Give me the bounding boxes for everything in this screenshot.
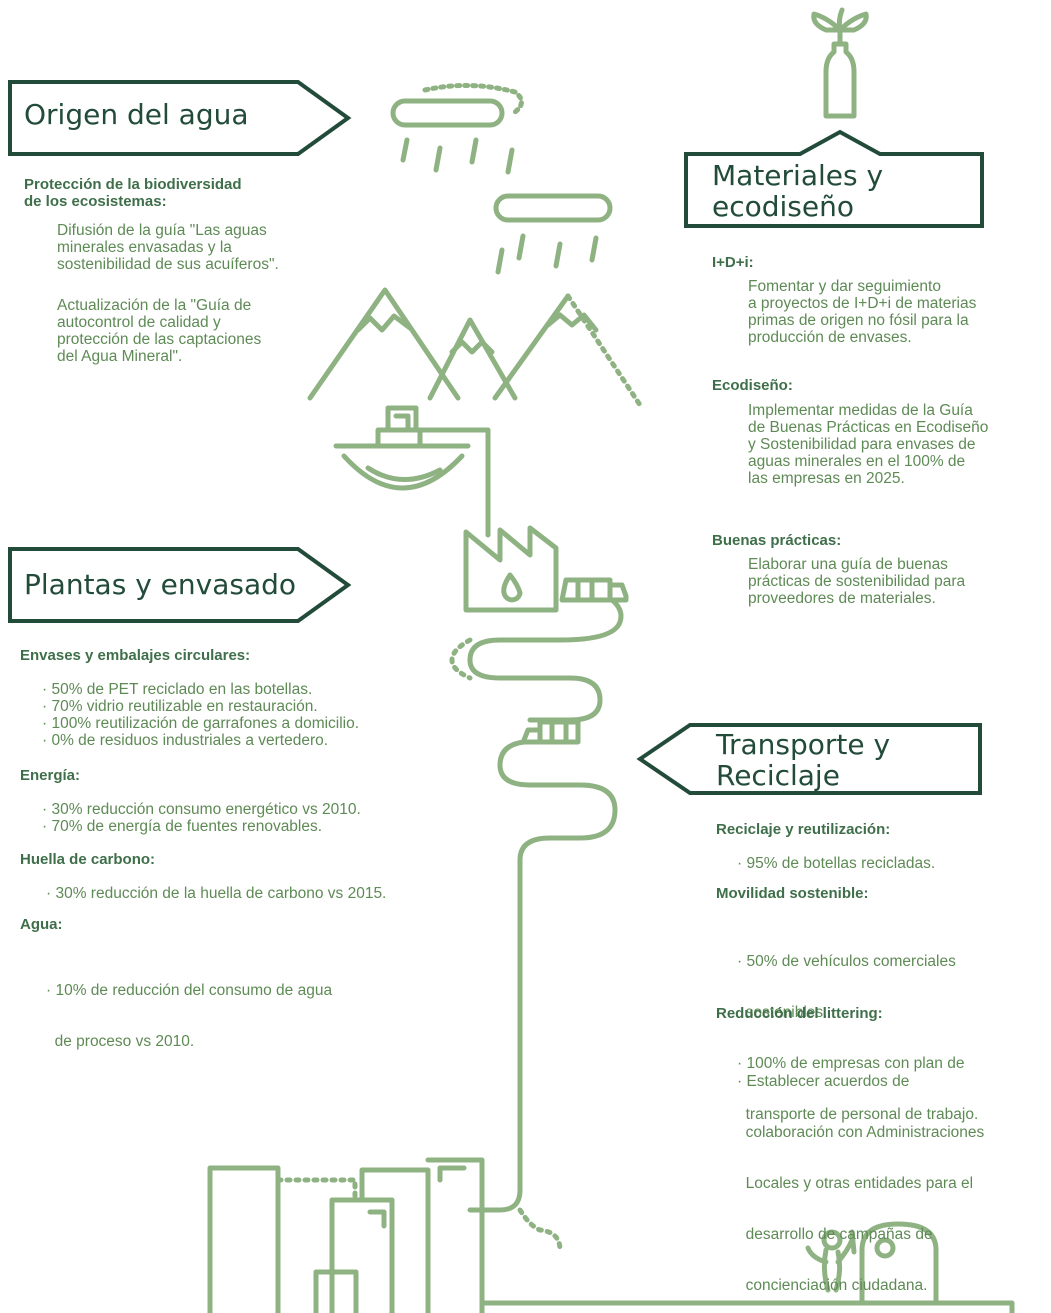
ecodiseno-text: Implementar medidas de la Guía de Buenas… bbox=[748, 402, 989, 487]
littering-heading: Reducción del littering: bbox=[716, 1005, 883, 1022]
littering-list: · Establecer acuerdos de colaboración co… bbox=[737, 1073, 985, 1294]
materiales-title-frame bbox=[684, 129, 984, 228]
spring-well-icon bbox=[333, 405, 471, 491]
movilidad-list: · 50% de vehículos comerciales sostenibl… bbox=[737, 953, 979, 1123]
huella-heading: Huella de carbono: bbox=[20, 851, 156, 868]
recycle-container-icon bbox=[859, 1221, 939, 1306]
plantas-title: Plantas y envasado bbox=[24, 568, 297, 601]
movilidad-heading: Movilidad sostenible: bbox=[716, 885, 869, 902]
origen-biodiversidad-heading: Protección de la biodiversidad de los ec… bbox=[24, 176, 242, 210]
envases-heading: Envases y embalajes circulares: bbox=[20, 647, 251, 664]
origen-para-guia-aguas: Difusión de la guía "Las aguas minerales… bbox=[57, 222, 279, 273]
transporte-title-frame bbox=[636, 723, 982, 795]
rain-cloud-icon bbox=[390, 83, 613, 275]
truck-icon bbox=[559, 577, 629, 603]
energia-list: · 30% reducción consumo energético vs 20… bbox=[42, 801, 361, 835]
reciclaje-list: · 95% de botellas recicladas. bbox=[737, 855, 936, 872]
energia-heading: Energía: bbox=[20, 767, 81, 784]
mountains-icon bbox=[307, 287, 643, 408]
idi-text: Fomentar y dar seguimiento a proyectos d… bbox=[748, 278, 977, 346]
truck-icon bbox=[521, 719, 581, 745]
agua-heading: Agua: bbox=[20, 916, 63, 933]
origen-title-frame bbox=[8, 80, 352, 156]
factory-icon bbox=[463, 525, 559, 613]
reciclaje-heading: Reciclaje y reutilización: bbox=[716, 821, 891, 838]
plantas-title-frame bbox=[8, 547, 352, 623]
origen-para-guia-autocontrol: Actualización de la "Guía de autocontrol… bbox=[57, 297, 262, 365]
envases-list: · 50% de PET reciclado en las botellas. … bbox=[42, 681, 360, 749]
huella-list: · 30% reducción de la huella de carbono … bbox=[46, 885, 387, 902]
ecodiseno-heading: Ecodiseño: bbox=[712, 377, 793, 394]
transporte-title: Transporte y Reciclaje bbox=[716, 728, 891, 792]
origen-title: Origen del agua bbox=[24, 98, 249, 131]
person-recycling-icon bbox=[805, 1229, 857, 1293]
idi-heading: I+D+i: bbox=[712, 254, 754, 271]
buenas-practicas-heading: Buenas prácticas: bbox=[712, 532, 842, 549]
buildings-icon bbox=[207, 1157, 485, 1313]
materiales-title: Materiales y ecodiseño bbox=[712, 159, 884, 223]
buenas-practicas-text: Elaborar una guía de buenas prácticas de… bbox=[748, 556, 966, 607]
agua-list: · 10% de reducción del consumo de agua d… bbox=[46, 982, 333, 1050]
bottle-plant-icon bbox=[811, 7, 869, 119]
